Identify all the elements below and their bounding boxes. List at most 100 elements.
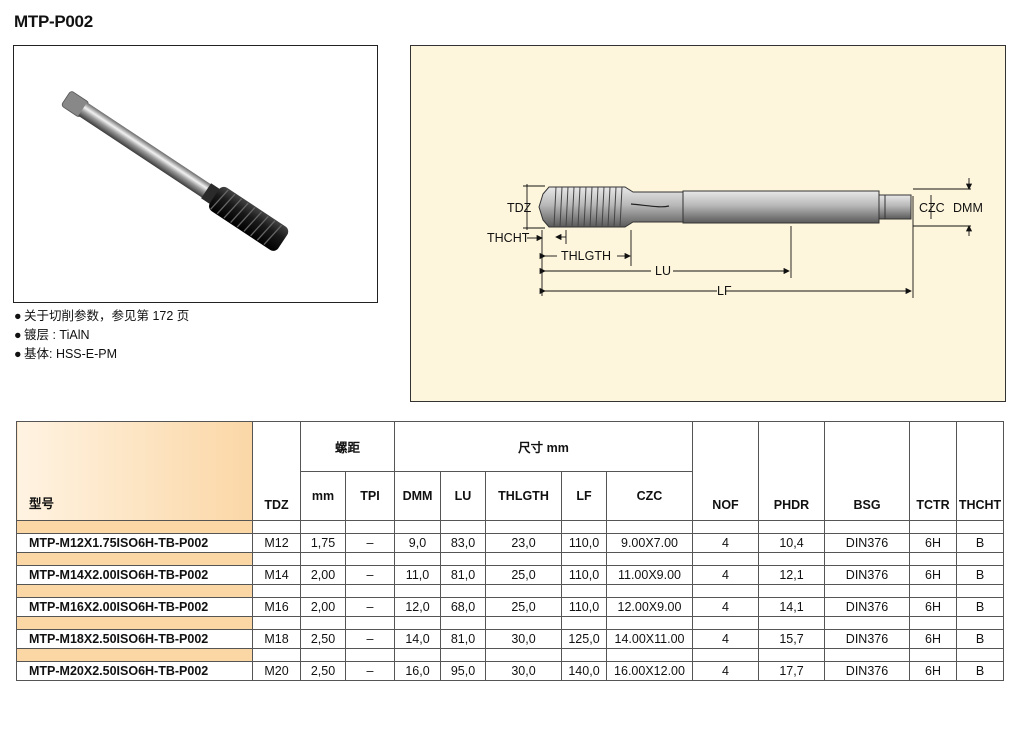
cell-czc: 12.00X9.00	[606, 597, 693, 617]
cell-phdr: 10,4	[758, 533, 825, 553]
spacer-cell	[758, 648, 825, 662]
cell-lu: 83,0	[440, 533, 486, 553]
spacer-cell	[561, 648, 607, 662]
header-lu: LU	[440, 471, 486, 521]
cell-tpi: –	[345, 565, 395, 585]
cell-tdz: M16	[252, 597, 301, 617]
spacer-cell	[909, 584, 957, 598]
cell-czc: 11.00X9.00	[606, 565, 693, 585]
spacer-cell	[824, 648, 910, 662]
spacer-cell	[692, 616, 759, 630]
table-row-spacer	[16, 584, 1004, 598]
cell-tpi: –	[345, 597, 395, 617]
cell-thlgth: 30,0	[485, 629, 562, 649]
cell-tdz: M18	[252, 629, 301, 649]
spacer-cell	[394, 520, 441, 534]
cell-bsg: DIN376	[824, 629, 910, 649]
cell-phdr: 17,7	[758, 661, 825, 681]
header-nof: NOF	[692, 421, 759, 521]
table-row-spacer	[16, 616, 1004, 630]
cell-dmm: 9,0	[394, 533, 441, 553]
header-czc: CZC	[606, 471, 693, 521]
label-thcht: THCHT	[487, 231, 530, 245]
cell-model: MTP-M16X2.00ISO6H-TB-P002	[16, 597, 253, 617]
spec-table: 型号 TDZ 螺距 尺寸 mm NOF PHDR BSG TCTR THCHT …	[16, 421, 1004, 681]
cell-tctr: 6H	[909, 565, 957, 585]
spacer-cell	[440, 520, 486, 534]
cell-mm: 2,50	[300, 661, 346, 681]
spacer-cell	[561, 552, 607, 566]
cell-thcht: B	[956, 533, 1004, 553]
spacer-cell	[485, 552, 562, 566]
spacer-cell	[345, 520, 395, 534]
cell-model: MTP-M14X2.00ISO6H-TB-P002	[16, 565, 253, 585]
cell-lf: 110,0	[561, 597, 607, 617]
spacer-cell	[16, 552, 253, 566]
spacer-cell	[300, 520, 346, 534]
cell-lf: 110,0	[561, 533, 607, 553]
product-notes: ●关于切削参数，参见第 172 页 ●镀层 : TiAlN ●基体: HSS-E…	[14, 307, 189, 364]
cell-tctr: 6H	[909, 533, 957, 553]
spacer-cell	[440, 648, 486, 662]
spacer-cell	[394, 552, 441, 566]
cell-tctr: 6H	[909, 597, 957, 617]
cell-model: MTP-M12X1.75ISO6H-TB-P002	[16, 533, 253, 553]
cell-lu: 81,0	[440, 629, 486, 649]
cell-thlgth: 23,0	[485, 533, 562, 553]
spacer-cell	[606, 584, 693, 598]
header-tdz: TDZ	[252, 421, 301, 521]
spacer-cell	[692, 648, 759, 662]
spacer-cell	[394, 616, 441, 630]
header-thcht: THCHT	[956, 421, 1004, 521]
header-lf: LF	[561, 471, 607, 521]
cell-thcht: B	[956, 661, 1004, 681]
tap-photo-image	[61, 91, 289, 251]
spacer-cell	[692, 584, 759, 598]
cell-thlgth: 25,0	[485, 597, 562, 617]
spacer-cell	[252, 616, 301, 630]
spacer-cell	[300, 616, 346, 630]
spacer-cell	[485, 520, 562, 534]
header-bsg: BSG	[824, 421, 910, 521]
cell-lf: 125,0	[561, 629, 607, 649]
spacer-cell	[956, 648, 1004, 662]
cell-tpi: –	[345, 629, 395, 649]
cell-dmm: 11,0	[394, 565, 441, 585]
cell-lu: 81,0	[440, 565, 486, 585]
note-substrate: ●基体: HSS-E-PM	[14, 347, 118, 361]
spacer-cell	[606, 552, 693, 566]
spacer-cell	[956, 520, 1004, 534]
cell-phdr: 14,1	[758, 597, 825, 617]
spacer-cell	[956, 616, 1004, 630]
spacer-cell	[758, 584, 825, 598]
cell-tdz: M12	[252, 533, 301, 553]
header-model: 型号	[16, 421, 253, 521]
cell-mm: 2,50	[300, 629, 346, 649]
cell-czc: 16.00X12.00	[606, 661, 693, 681]
spacer-cell	[561, 520, 607, 534]
cell-thcht: B	[956, 629, 1004, 649]
spacer-cell	[606, 616, 693, 630]
cell-bsg: DIN376	[824, 533, 910, 553]
header-tpi: TPI	[345, 471, 395, 521]
cell-thcht: B	[956, 565, 1004, 585]
header-dmm: DMM	[394, 471, 441, 521]
spacer-cell	[909, 648, 957, 662]
cell-tpi: –	[345, 661, 395, 681]
label-czc: CZC	[919, 201, 945, 215]
cell-nof: 4	[692, 597, 759, 617]
label-tdz: TDZ	[507, 201, 532, 215]
table-row-spacer	[16, 648, 1004, 662]
cell-czc: 9.00X7.00	[606, 533, 693, 553]
spacer-cell	[16, 584, 253, 598]
spacer-cell	[345, 648, 395, 662]
dimension-drawing: TDZ THCHT THLGTH LU LF CZC DMM	[410, 45, 1006, 402]
spacer-cell	[956, 552, 1004, 566]
spacer-cell	[345, 616, 395, 630]
spacer-cell	[300, 584, 346, 598]
cell-model: MTP-M20X2.50ISO6H-TB-P002	[16, 661, 253, 681]
header-group-dims: 尺寸 mm	[394, 421, 693, 472]
